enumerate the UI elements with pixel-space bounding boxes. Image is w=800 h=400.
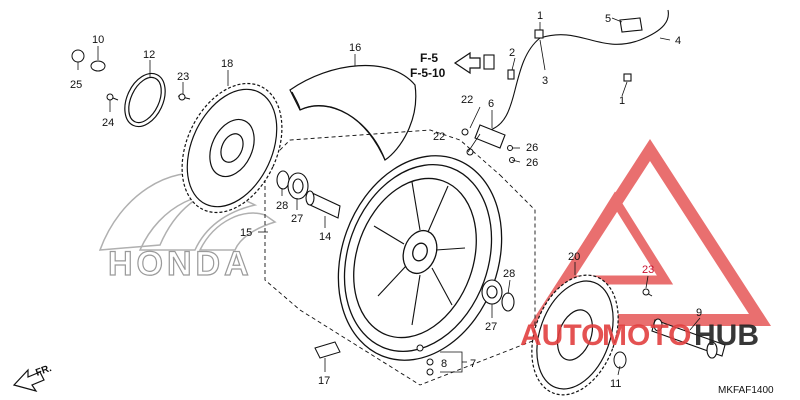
label-20: 20 <box>568 251 580 263</box>
part-labels: 10 25 12 23 24 18 16 1 5 4 2 3 1 22 6 22… <box>70 10 702 390</box>
label-10: 10 <box>92 34 104 46</box>
pulser-ring <box>124 72 166 128</box>
label-26b: 26 <box>526 157 538 169</box>
watermark-auto: AUTO <box>520 319 604 352</box>
label-24: 24 <box>102 117 114 129</box>
label-8: 8 <box>441 358 447 370</box>
label-27a: 27 <box>291 213 303 225</box>
watermark-hub: HUB <box>694 319 759 352</box>
front-arrow <box>12 368 45 393</box>
label-1a: 1 <box>537 10 543 22</box>
wheel <box>337 155 503 361</box>
label-28b: 28 <box>503 268 515 280</box>
label-23a: 23 <box>177 71 189 83</box>
label-11: 11 <box>610 378 621 390</box>
front-axle <box>651 318 726 359</box>
axle-collar <box>305 190 341 219</box>
label-3: 3 <box>542 75 548 87</box>
front-label: FR. <box>34 363 53 379</box>
ref-f5: F-5 <box>420 51 438 65</box>
ref-f5-10: F-5-10 <box>410 66 446 80</box>
brake-disc-left <box>181 82 283 214</box>
tire <box>289 64 417 161</box>
diagram-code: MKFAF1400 <box>718 385 774 396</box>
automotohub-triangle <box>528 138 772 326</box>
watermark-moto: MOTO <box>602 319 691 352</box>
label-4: 4 <box>675 35 681 47</box>
label-25: 25 <box>70 79 82 91</box>
bearing-left <box>276 170 309 200</box>
label-12: 12 <box>143 49 155 61</box>
brake-disc-right <box>531 274 619 396</box>
automotohub-watermark: AUTO MOTO HUB <box>520 319 759 352</box>
label-5: 5 <box>605 13 611 25</box>
label-1b: 1 <box>619 95 625 107</box>
label-16: 16 <box>349 42 361 54</box>
small-parts <box>71 49 653 376</box>
label-6: 6 <box>488 98 494 110</box>
ref-arrow <box>453 51 481 75</box>
label-17: 17 <box>318 375 330 387</box>
label-18: 18 <box>221 58 233 70</box>
label-2: 2 <box>509 47 515 59</box>
label-14: 14 <box>319 231 331 243</box>
label-28a: 28 <box>276 200 288 212</box>
label-15: 15 <box>240 227 252 239</box>
label-7: 7 <box>470 358 476 370</box>
speed-sensor-wire <box>474 9 669 149</box>
label-22b: 22 <box>433 131 445 143</box>
label-23b: 23 <box>642 264 654 276</box>
leader-lines <box>77 17 701 376</box>
honda-watermark: HONDA <box>108 245 253 283</box>
label-22a: 22 <box>461 94 473 106</box>
label-26a: 26 <box>526 142 538 154</box>
label-9: 9 <box>696 307 702 319</box>
label-27b: 27 <box>485 321 497 333</box>
